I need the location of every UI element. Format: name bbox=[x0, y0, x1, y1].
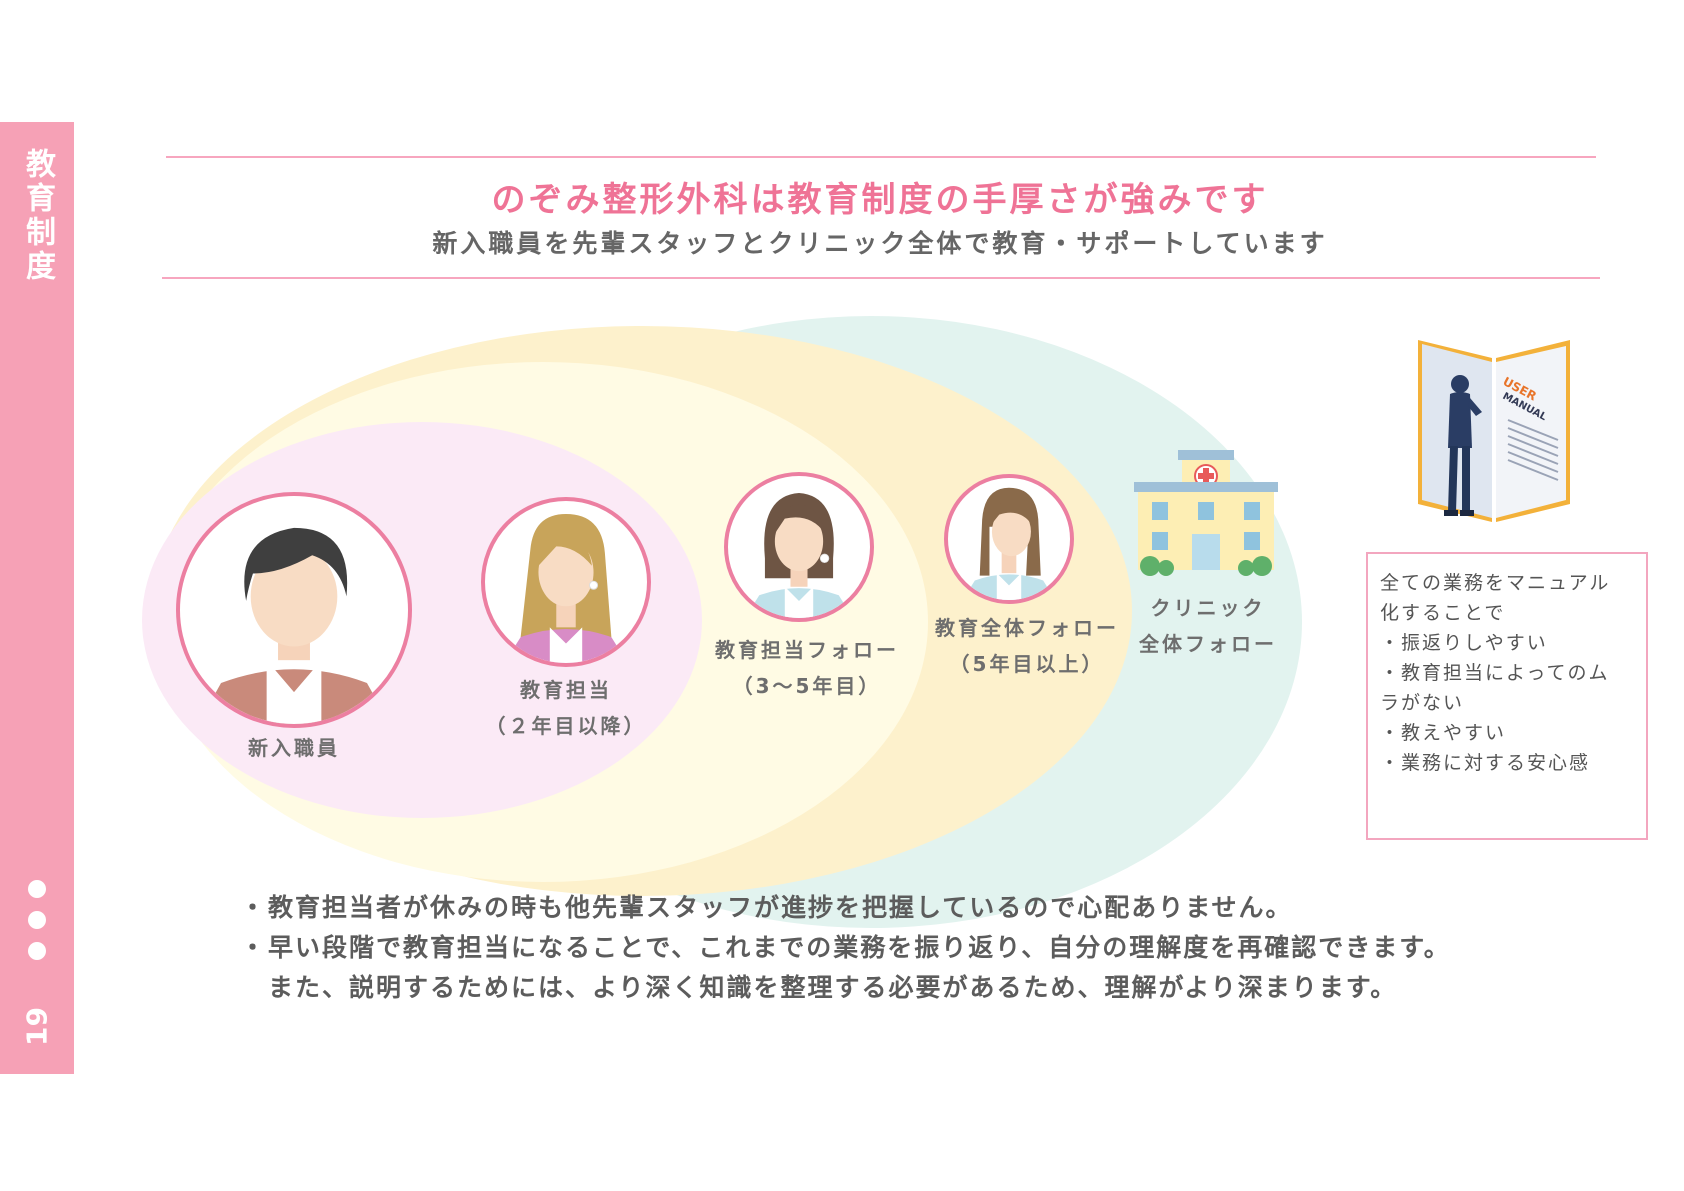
all-education-label: 教育全体フォロー （5年目以上） bbox=[924, 610, 1130, 682]
bullet-item: ・ 教育担当者が休みの時も他先輩スタッフが進捗を把握しているので心配ありません。 bbox=[240, 888, 1470, 928]
note-line: ・教育担当によってのム bbox=[1380, 662, 1610, 684]
all-education-label-line2: （5年目以上） bbox=[949, 652, 1105, 676]
clinic-building-icon bbox=[1134, 446, 1278, 576]
trainer-label-line1: 教育担当 bbox=[520, 678, 612, 702]
trainer-avatar bbox=[481, 497, 651, 667]
bottom-divider bbox=[162, 277, 1600, 279]
bullet-text: 教育担当者が休みの時も他先輩スタッフが進捗を把握しているので心配ありません。 bbox=[268, 893, 1293, 922]
all-education-avatar bbox=[944, 474, 1074, 604]
manual-note-box bbox=[1366, 552, 1648, 840]
trainer-follow-label: 教育担当フォロー （3～5年目） bbox=[700, 632, 914, 704]
trainer-follow-label-line2: （3～5年目） bbox=[732, 674, 882, 698]
new-staff-label: 新入職員 bbox=[200, 730, 388, 766]
all-education-label-line1: 教育全体フォロー bbox=[935, 616, 1119, 640]
bullet-marker: ・ bbox=[240, 933, 268, 962]
person-short-hair-icon bbox=[198, 527, 390, 724]
trainer-follow-label-line1: 教育担当フォロー bbox=[715, 638, 899, 662]
top-divider bbox=[166, 156, 1596, 158]
trainer-label: 教育担当 （２年目以降） bbox=[468, 672, 664, 744]
user-manual-illustration: USER MANUAL bbox=[1412, 336, 1578, 532]
new-staff-avatar bbox=[176, 492, 412, 728]
bullet-item: ・ 早い段階で教育担当になることで、これまでの業務を振り返り、自分の理解度を再確… bbox=[240, 928, 1470, 1008]
note-line: ・振返りしやすい bbox=[1380, 632, 1548, 654]
person-side-ponytail-icon bbox=[962, 487, 1056, 600]
clinic-label-line2: 全体フォロー bbox=[1139, 632, 1277, 656]
bullet-list: ・ 教育担当者が休みの時も他先輩スタッフが進捗を把握しているので心配ありません。… bbox=[240, 888, 1470, 1008]
note-line: ラがない bbox=[1380, 692, 1465, 714]
new-staff-label-text: 新入職員 bbox=[248, 736, 340, 760]
note-line: ・業務に対する安心感 bbox=[1380, 752, 1591, 774]
page-number: 19 bbox=[20, 1007, 54, 1046]
bullet-text: 早い段階で教育担当になることで、これまでの業務を振り返り、自分の理解度を再確認で… bbox=[268, 933, 1451, 1002]
dots-icon bbox=[24, 880, 50, 973]
note-line: 化することで bbox=[1380, 602, 1506, 624]
note-line: 全ての業務をマニュアル bbox=[1380, 572, 1611, 594]
person-long-blonde-hair-icon bbox=[504, 513, 628, 663]
section-title: 教育制度 bbox=[20, 148, 55, 284]
page-title: のぞみ整形外科は教育制度の手厚さが強みです bbox=[491, 180, 1269, 220]
clinic-label: クリニック 全体フォロー bbox=[1130, 590, 1286, 662]
manual-note-text: 全ての業務をマニュアル 化することで ・振返りしやすい ・教育担当によってのム … bbox=[1380, 568, 1642, 778]
clinic-label-line1: クリニック bbox=[1150, 596, 1266, 620]
page-subtitle: 新入職員を先輩スタッフとクリニック全体で教育・サポートしています bbox=[432, 229, 1328, 258]
trainer-follow-avatar bbox=[724, 472, 874, 622]
person-bob-hair-icon bbox=[745, 493, 853, 618]
note-line: ・教えやすい bbox=[1380, 722, 1507, 744]
trainer-label-line2: （２年目以降） bbox=[485, 714, 647, 738]
bullet-marker: ・ bbox=[240, 893, 268, 922]
